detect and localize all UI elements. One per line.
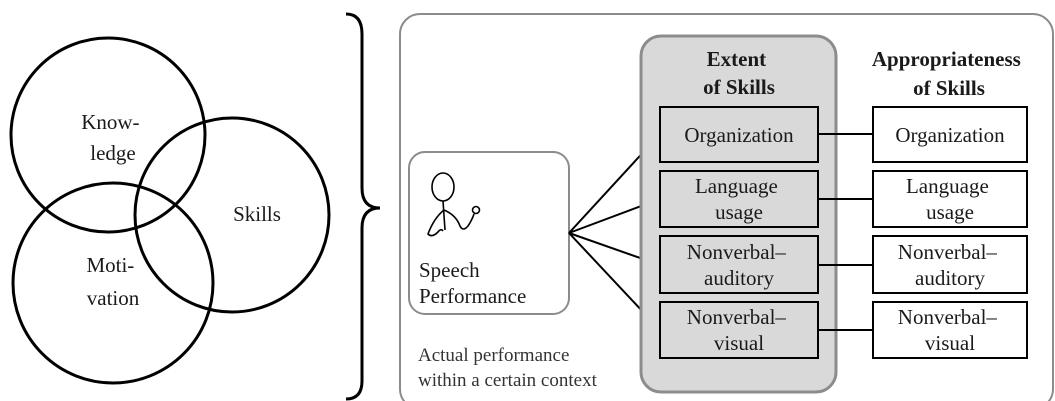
column-connectors (818, 133, 873, 331)
extent-box-language-usage (659, 170, 819, 228)
extent-item-1-line-1: Organization (684, 123, 794, 147)
context-caption-line-1: Actual performance (418, 345, 569, 366)
knowledge-label: Know- ledge (81, 110, 145, 165)
extent-box-nonverbal-visual (659, 301, 819, 359)
speech-performance-label: Speech Performance (419, 258, 526, 308)
extent-header-line-1: Extent (707, 47, 767, 71)
appropriateness-text-nonverbal-auditory: Nonverbal– auditory (898, 240, 1002, 290)
appropriateness-header-line-1: Appropriateness (872, 47, 1021, 71)
appropriateness-box-nonverbal-auditory (872, 235, 1028, 294)
appropriateness-text-organization: Organization (895, 123, 1005, 147)
extent-item-4-line-1: Nonverbal– (687, 305, 787, 329)
skills-circle (133, 116, 331, 314)
appropriateness-item-4-line-2: visual (925, 331, 975, 355)
extent-box-organization (659, 106, 819, 163)
stick-figure-speaker-with-microphone-icon (427, 172, 481, 237)
knowledge-circle (9, 36, 207, 234)
extent-text-nonverbal-visual: Nonverbal– visual (687, 305, 791, 355)
extent-text-nonverbal-auditory: Nonverbal– auditory (687, 240, 791, 290)
appropriateness-of-skills-header: Appropriateness of Skills (872, 47, 1026, 100)
extent-item-3-line-1: Nonverbal– (687, 240, 787, 264)
extent-items: Organization Language usage Nonverbal– a… (659, 106, 819, 359)
appropriateness-item-1-line-1: Organization (895, 123, 1005, 147)
knowledge-label-line-2: ledge (90, 141, 135, 165)
appropriateness-header-line-2: of Skills (913, 76, 985, 100)
curly-brace (345, 12, 381, 401)
extent-item-2-line-2: usage (715, 200, 763, 224)
skills-label-line-1: Skills (233, 202, 281, 226)
context-caption-line-2: within a certain context (418, 370, 598, 391)
skills-label: Skills (233, 202, 281, 226)
extent-text-language-usage: Language usage (695, 174, 783, 224)
extent-item-4-line-2: visual (714, 331, 764, 355)
appropriateness-items: Organization Language usage Nonverbal– a… (872, 106, 1028, 359)
appropriateness-text-language-usage: Language usage (906, 174, 994, 224)
appropriateness-item-4-line-1: Nonverbal– (898, 305, 998, 329)
appropriateness-item-3-line-1: Nonverbal– (898, 240, 998, 264)
appropriateness-item-2-line-2: usage (926, 200, 974, 224)
extent-item-3-line-2: auditory (704, 266, 774, 290)
context-panel (399, 13, 1054, 401)
extent-of-skills-header: Extent of Skills (703, 47, 775, 99)
motivation-label-line-2: vation (87, 286, 140, 310)
appropriateness-box-organization (872, 106, 1028, 163)
speech-performance-label-line-2: Performance (419, 284, 526, 308)
knowledge-label-line-1: Know- (81, 110, 139, 134)
extent-box-nonverbal-auditory (659, 235, 819, 294)
appropriateness-box-language-usage (872, 170, 1028, 228)
extent-item-2-line-1: Language (695, 174, 778, 198)
appropriateness-text-nonverbal-visual: Nonverbal– visual (898, 305, 1002, 355)
appropriateness-box-nonverbal-visual (872, 301, 1028, 359)
motivation-label: Moti- vation (86, 253, 139, 310)
appropriateness-item-2-line-1: Language (906, 174, 989, 198)
motivation-circle (11, 181, 215, 385)
extent-text-organization: Organization (684, 123, 794, 147)
appropriateness-item-3-line-2: auditory (915, 266, 985, 290)
context-caption: Actual performance within a certain cont… (418, 345, 598, 391)
speech-performance-label-line-1: Speech (419, 258, 480, 282)
extent-header-line-2: of Skills (703, 75, 775, 99)
venn-diagram: Know- ledge Moti- vation Skills (9, 36, 331, 385)
motivation-label-line-1: Moti- (86, 253, 134, 277)
